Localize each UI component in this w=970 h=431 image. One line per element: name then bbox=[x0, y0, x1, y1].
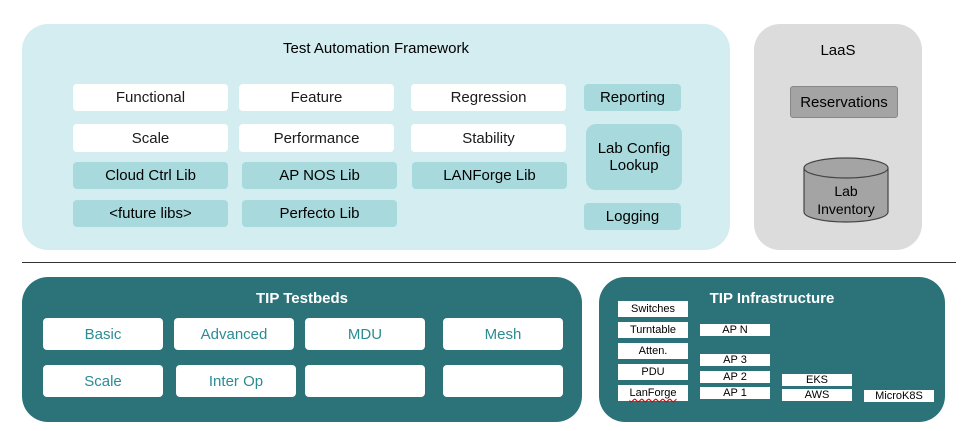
testbed-basic: Basic bbox=[43, 318, 163, 350]
test-performance: Performance bbox=[239, 124, 394, 152]
reservations-box: Reservations bbox=[790, 86, 898, 118]
service-reporting: Reporting bbox=[584, 84, 681, 111]
device-pdu: PDU bbox=[618, 364, 688, 380]
ap-n: AP N bbox=[700, 324, 770, 336]
device-lanforge: LanForge bbox=[618, 385, 688, 401]
cloud-eks: EKS bbox=[782, 374, 852, 386]
testbed-mesh: Mesh bbox=[443, 318, 563, 350]
ap-1: AP 1 bbox=[700, 387, 770, 399]
testbed-scale: Scale bbox=[43, 365, 163, 397]
device-lanforge-label: LanForge bbox=[629, 387, 677, 399]
framework-title: Test Automation Framework bbox=[283, 40, 469, 57]
testbeds-title: TIP Testbeds bbox=[256, 290, 348, 307]
device-attenuator: Atten. bbox=[618, 343, 688, 359]
cloud-microk8s: MicroK8S bbox=[864, 390, 934, 402]
lab-inventory-label: Lab Inventory bbox=[817, 183, 875, 217]
lib-future: <future libs> bbox=[73, 200, 228, 227]
test-scale: Scale bbox=[73, 124, 228, 152]
test-feature: Feature bbox=[239, 84, 394, 111]
service-lab-config-lookup: Lab Config Lookup bbox=[586, 124, 682, 190]
test-functional: Functional bbox=[73, 84, 228, 111]
lib-cloud-ctrl: Cloud Ctrl Lib bbox=[73, 162, 228, 189]
lab-inventory-cylinder bbox=[803, 157, 889, 223]
service-logging: Logging bbox=[584, 203, 681, 230]
ap-3: AP 3 bbox=[700, 354, 770, 366]
testbed-advanced: Advanced bbox=[174, 318, 294, 350]
infrastructure-title: TIP Infrastructure bbox=[709, 290, 835, 307]
lib-ap-nos: AP NOS Lib bbox=[242, 162, 397, 189]
testbed-empty-1 bbox=[305, 365, 425, 397]
lib-perfecto: Perfecto Lib bbox=[242, 200, 397, 227]
test-stability: Stability bbox=[411, 124, 566, 152]
testbed-mdu: MDU bbox=[305, 318, 425, 350]
testbed-inter-op: Inter Op bbox=[176, 365, 296, 397]
cloud-aws: AWS bbox=[782, 389, 852, 401]
testbed-empty-2 bbox=[443, 365, 563, 397]
lib-lanforge: LANForge Lib bbox=[412, 162, 567, 189]
section-divider bbox=[22, 262, 956, 263]
ap-2: AP 2 bbox=[700, 371, 770, 383]
device-switches: Switches bbox=[618, 301, 688, 317]
device-turntable: Turntable bbox=[618, 322, 688, 338]
test-regression: Regression bbox=[411, 84, 566, 111]
laas-title: LaaS bbox=[820, 42, 856, 59]
